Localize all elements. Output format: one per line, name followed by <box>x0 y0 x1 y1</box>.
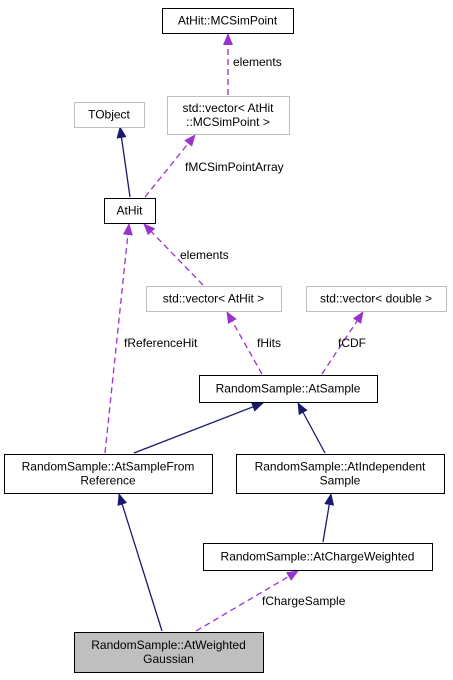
edge-label-fMCSimPointArray: fMCSimPointArray <box>185 160 284 174</box>
node-label-line: Sample <box>320 474 361 488</box>
node-label-line: Gaussian <box>143 652 194 666</box>
node-vector-mcsimpoint[interactable]: std::vector< AtHit::MCSimPoint > <box>167 96 290 135</box>
node-label-line: AtHit::MCSimPoint <box>178 14 278 28</box>
edge-charge_weighted-to-independent <box>322 493 335 543</box>
node-box <box>236 454 445 494</box>
node-atsample[interactable]: RandomSample::AtSample <box>199 375 378 403</box>
node-box <box>4 454 213 494</box>
node-box <box>203 543 433 571</box>
node-charge-weighted[interactable]: RandomSample::AtChargeWeighted <box>203 543 433 571</box>
node-box <box>146 286 282 312</box>
edge-vector_athit-to-athit <box>143 223 204 286</box>
node-mcsimpoint[interactable]: AtHit::MCSimPoint <box>162 8 294 34</box>
node-label-line: TObject <box>88 108 130 122</box>
edge-label-fHits: fHits <box>257 336 281 350</box>
edge-weighted_gaussian-to-sample_from_ref <box>117 493 163 632</box>
node-box <box>104 198 156 224</box>
edge-label-elements: elements <box>180 248 229 262</box>
node-vector-double[interactable]: std::vector< double > <box>306 286 447 312</box>
node-label-line: RandomSample::AtChargeWeighted <box>221 550 415 564</box>
node-label-line: std::vector< AtHit > <box>163 292 264 306</box>
node-box <box>167 96 290 135</box>
node-label-line: Reference <box>80 474 136 488</box>
node-label-line: std::vector< AtHit <box>182 101 274 115</box>
edge-sample_from_ref-to-athit <box>104 223 133 454</box>
node-box <box>74 102 145 128</box>
node-athit[interactable]: AtHit <box>104 198 156 224</box>
node-label-line: RandomSample::AtSampleFrom <box>22 460 195 474</box>
node-label-line: RandomSample::AtSample <box>216 382 361 396</box>
node-box <box>199 375 378 403</box>
node-label-line: ::MCSimPoint > <box>186 115 270 129</box>
edge-label-fReferenceHit: fReferenceHit <box>124 336 198 350</box>
edge-label-elements: elements <box>233 55 282 69</box>
edge-label-fCDF: fCDF <box>338 336 366 350</box>
node-vector-athit[interactable]: std::vector< AtHit > <box>146 286 282 312</box>
edge-athit-to-vector_mcsimpoint <box>144 134 196 198</box>
node-box <box>74 632 264 673</box>
node-label-line: std::vector< double > <box>320 292 432 306</box>
node-label-line: RandomSample::AtWeighted <box>91 638 246 652</box>
edge-athit-to-tobject <box>116 126 131 198</box>
edge-label-fChargeSample: fChargeSample <box>262 594 346 608</box>
node-box <box>162 8 294 34</box>
node-tobject[interactable]: TObject <box>74 102 145 128</box>
edge-sample_from_ref-to-atsample <box>133 402 264 454</box>
edge-atsample-to-vector_athit <box>226 311 263 375</box>
edge-atsample-to-vector_double <box>321 311 364 375</box>
node-label-line: AtHit <box>116 204 143 218</box>
node-box <box>306 286 447 312</box>
node-label-line: RandomSample::AtIndependent <box>255 460 426 474</box>
edge-independent-to-atsample <box>297 402 326 454</box>
